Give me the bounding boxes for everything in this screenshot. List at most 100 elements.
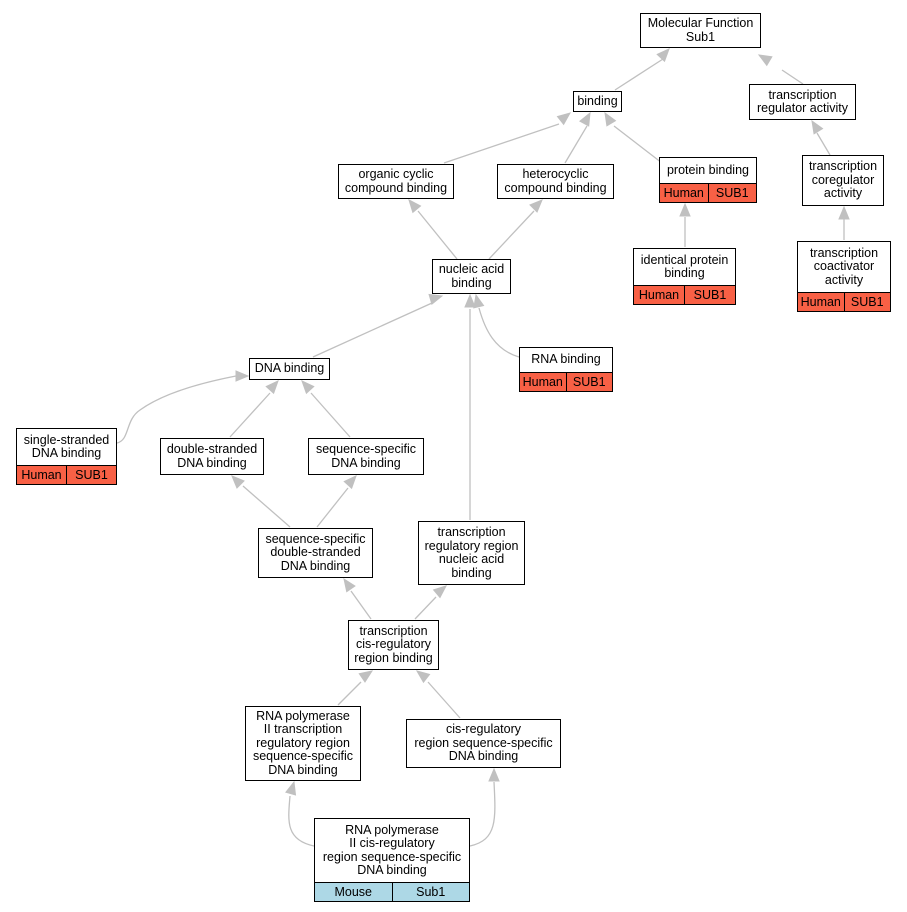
edge-tra-to-mf	[757, 54, 804, 85]
edge-ssdsd-to-sqdb	[316, 475, 357, 528]
node-dna-binding[interactable]: DNA binding	[249, 358, 330, 380]
edge-rp2c-to-crss	[469, 767, 500, 847]
gene-tag[interactable]: SUB1	[565, 373, 612, 391]
arrowhead-icon	[811, 119, 824, 135]
arrowhead-icon	[235, 370, 250, 382]
edge-rnab-to-nab	[473, 293, 520, 358]
edge-line	[443, 123, 560, 164]
edge-sqdb-to-dnab	[301, 380, 351, 438]
node-heterocyclic-compound-binding[interactable]: heterocyclic compound binding	[497, 164, 614, 199]
arrowhead-icon	[265, 380, 279, 395]
edge-line	[414, 596, 437, 620]
arrowhead-icon	[679, 202, 691, 217]
edge-bind-to-mf	[614, 48, 670, 91]
node-label: identical protein binding	[640, 252, 729, 280]
arrowhead-icon	[757, 54, 773, 67]
species-tag[interactable]: Mouse	[315, 883, 392, 901]
node-transcription-cis-regulatory-region-binding[interactable]: transcription cis-regulatory region bind…	[348, 620, 439, 670]
node-label: RNA binding	[531, 352, 601, 367]
arrowhead-icon	[432, 585, 447, 599]
edge-hcb-to-bind	[564, 111, 591, 164]
node-identical-protein-binding[interactable]: identical protein binding Human SUB1	[633, 248, 736, 305]
edge-tcrb-to-ssdsd	[343, 577, 372, 620]
arrowhead-icon	[415, 670, 431, 684]
node-label: double-stranded DNA binding	[166, 442, 258, 470]
edge-line	[564, 125, 588, 164]
arrowhead-icon	[488, 767, 500, 782]
edge-tcra-to-tra	[811, 119, 831, 156]
node-label: RNA polymerase II cis-regulatory region …	[322, 822, 462, 877]
arrowhead-icon	[473, 293, 485, 309]
arrowhead-icon	[579, 111, 591, 127]
node-rna-binding[interactable]: RNA binding Human SUB1	[519, 347, 613, 392]
node-label: nucleic acid binding	[438, 262, 505, 290]
edge-ssdb-to-dnab	[116, 370, 250, 444]
edge-line	[229, 392, 271, 438]
node-label: Molecular Function Sub1	[647, 16, 754, 44]
gene-tag[interactable]: Sub1	[391, 883, 469, 901]
node-transcription-coregulator-activity[interactable]: transcription coregulator activity	[802, 155, 884, 206]
gene-tag[interactable]: SUB1	[843, 293, 890, 311]
node-label: sequence-specific DNA binding	[315, 442, 417, 470]
edge-line	[116, 375, 237, 444]
node-single-stranded-dna-binding[interactable]: single-stranded DNA binding Human SUB1	[16, 428, 117, 485]
node-label: transcription regulator activity	[756, 87, 848, 115]
node-protein-binding[interactable]: protein binding Human SUB1	[659, 157, 757, 203]
node-label: cis-regulatory region sequence-specific …	[414, 722, 553, 764]
node-label: binding	[577, 93, 618, 108]
edge-line	[488, 210, 535, 260]
node-label: protein binding	[666, 162, 749, 177]
edge-rp2t-to-tcrb	[337, 670, 374, 706]
node-sequence-specific-dna-binding[interactable]: sequence-specific DNA binding	[308, 438, 424, 475]
annotation-row: Human SUB1	[17, 465, 116, 484]
edge-ipb-to-pb	[679, 202, 691, 247]
arrowhead-icon	[285, 780, 297, 796]
node-label: DNA binding	[254, 361, 325, 376]
edge-pb-to-bind	[604, 111, 663, 164]
gene-tag[interactable]: SUB1	[707, 184, 756, 202]
node-label: transcription coactivator activity	[809, 245, 879, 287]
annotation-row: Human SUB1	[798, 292, 890, 311]
arrowhead-icon	[301, 380, 315, 395]
edge-line	[613, 125, 663, 164]
edge-line	[312, 302, 433, 358]
node-molecular-function[interactable]: Molecular Function Sub1	[640, 13, 761, 48]
node-nucleic-acid-binding[interactable]: nucleic acid binding	[432, 259, 511, 294]
edge-line	[781, 69, 804, 85]
node-binding[interactable]: binding	[573, 91, 622, 112]
node-transcription-coactivator-activity[interactable]: transcription coactivator activity Human…	[797, 241, 891, 312]
species-tag[interactable]: Human	[660, 184, 708, 202]
node-label: RNA polymerase II transcription regulato…	[252, 708, 354, 777]
edge-line	[816, 132, 831, 156]
node-label: transcription coregulator activity	[808, 159, 878, 201]
node-double-stranded-dna-binding[interactable]: double-stranded DNA binding	[160, 438, 264, 475]
node-cis-regulatory-region-sequence-specific-dna-binding[interactable]: cis-regulatory region sequence-specific …	[406, 719, 561, 768]
edge-line	[478, 307, 520, 358]
node-transcription-regulator-activity[interactable]: transcription regulator activity	[749, 84, 856, 120]
arrowhead-icon	[556, 112, 572, 126]
edge-ocb-to-bind	[443, 112, 572, 164]
arrowhead-icon	[343, 577, 356, 593]
annotation-row: Human SUB1	[520, 372, 612, 391]
node-transcription-regulatory-region-nucleic-acid-binding[interactable]: transcription regulatory region nucleic …	[418, 521, 525, 585]
edge-line	[469, 781, 496, 847]
node-organic-cyclic-compound-binding[interactable]: organic cyclic compound binding	[338, 164, 454, 199]
arrowhead-icon	[231, 475, 245, 489]
gene-tag[interactable]: SUB1	[66, 466, 116, 484]
arrowhead-icon	[408, 199, 422, 214]
node-rna-pol-ii-transcription-regulatory-region-binding[interactable]: RNA polymerase II transcription regulato…	[245, 706, 361, 781]
species-tag[interactable]: Human	[798, 293, 844, 311]
node-label: transcription regulatory region nucleic …	[424, 525, 519, 580]
node-sequence-specific-double-stranded-dna-binding[interactable]: sequence-specific double-stranded DNA bi…	[258, 528, 373, 578]
edge-dnab-to-nab	[312, 293, 444, 358]
species-tag[interactable]: Human	[17, 466, 66, 484]
species-tag[interactable]: Human	[520, 373, 566, 391]
node-label: transcription cis-regulatory region bind…	[354, 623, 433, 665]
gene-tag[interactable]: SUB1	[684, 286, 735, 304]
node-label: sequence-specific double-stranded DNA bi…	[265, 531, 366, 573]
node-rna-pol-ii-cis-regulatory-region-binding[interactable]: RNA polymerase II cis-regulatory region …	[314, 818, 470, 902]
species-tag[interactable]: Human	[634, 286, 684, 304]
edge-trrn-to-nab	[464, 293, 476, 520]
edge-tcoa-to-tcra	[838, 205, 850, 240]
